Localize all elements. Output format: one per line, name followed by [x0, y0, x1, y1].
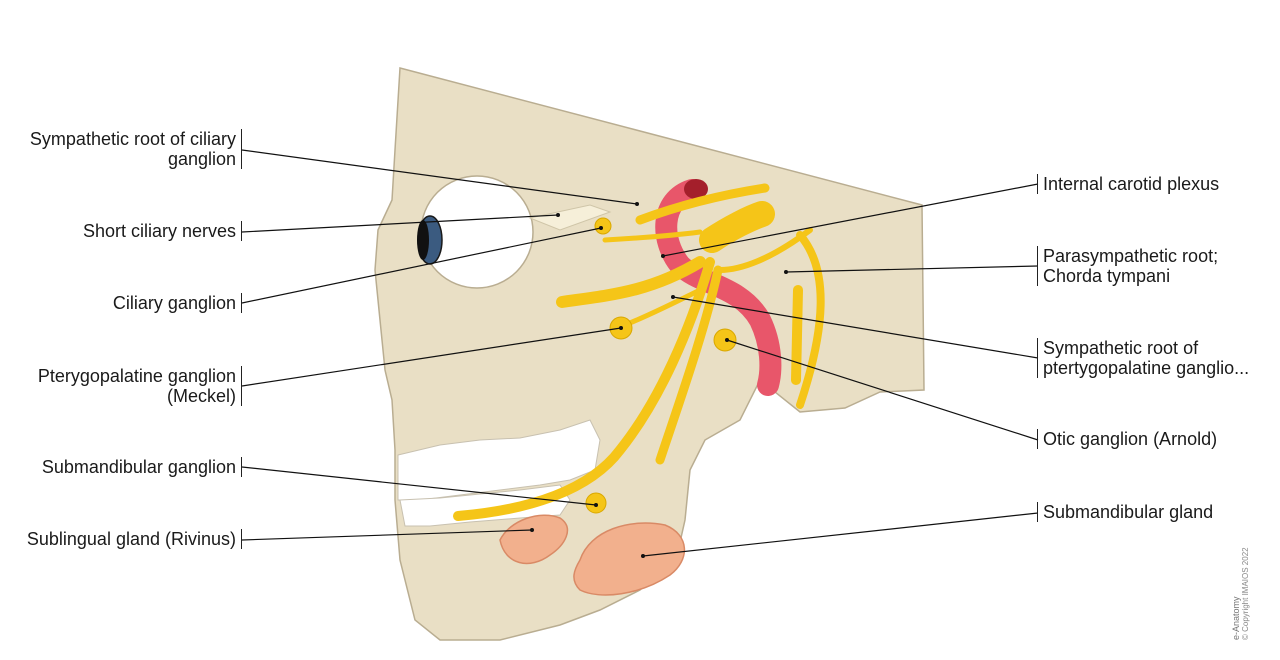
dot-sublingual-gland — [530, 528, 534, 532]
dot-internal-carotid-plexus — [661, 254, 665, 258]
leader-pterygopalatine-ganglion — [241, 327, 622, 387]
label-submandibular-ganglion: Submandibular ganglion — [42, 457, 242, 477]
mandibular-nerve-inferior-alveolar — [655, 265, 723, 465]
pterygopalatine-branch — [622, 287, 703, 328]
leader-submandibular-ganglion — [241, 466, 597, 506]
dot-submandibular-ganglion — [594, 503, 598, 507]
dot-sympathetic-root-ciliary — [635, 202, 639, 206]
pupil — [417, 220, 429, 260]
glossopharyngeal-nerve — [791, 285, 803, 385]
leader-ciliary-ganglion — [241, 227, 602, 304]
carotid-cut-end — [684, 179, 708, 199]
lower-teeth — [399, 484, 571, 527]
leader-internal-carotid-plexus — [662, 183, 1039, 257]
leader-submandibular-gland — [642, 512, 1039, 557]
label-sympathetic-root-pterygopalatine: Sympathetic root of ptertygopalatine gan… — [1037, 338, 1249, 378]
dot-parasympathetic-root — [784, 270, 788, 274]
dot-short-ciliary-nerves — [556, 213, 560, 217]
ophthalmic-nerve — [635, 183, 770, 225]
watermark-copyright: © Copyright IMAIOS 2022 — [1241, 547, 1250, 640]
label-otic-ganglion: Otic ganglion (Arnold) — [1037, 429, 1217, 449]
label-short-ciliary-nerves: Short ciliary nerves — [83, 221, 242, 241]
optic-nerve — [528, 204, 612, 231]
leader-parasympathetic-root — [785, 265, 1039, 273]
leader-lines — [241, 149, 1039, 557]
leader-sympathetic-root-ciliary — [241, 149, 638, 205]
ciliary-ganglion-node — [594, 217, 612, 235]
watermark-brand: e-Anatomy — [1231, 596, 1241, 640]
dot-ciliary-ganglion — [599, 226, 603, 230]
label-pterygopalatine-ganglion: Pterygopalatine ganglion (Meckel) — [38, 366, 242, 406]
maxillary-nerve — [556, 256, 706, 308]
facial-nerve — [796, 231, 825, 409]
submandibular-gland-shape — [573, 522, 686, 596]
label-sympathetic-root-ciliary: Sympathetic root of ciliary ganglion — [30, 129, 242, 169]
label-parasympathetic-root: Parasympathetic root; Chorda tympani — [1037, 246, 1218, 286]
dot-pterygopalatine-ganglion — [619, 326, 623, 330]
short-ciliary-branch — [602, 229, 703, 243]
chorda-tympani-nerve — [717, 227, 813, 273]
dot-sympathetic-root-pterygopalatine — [671, 295, 675, 299]
leader-sympathetic-root-pterygopalatine — [672, 296, 1039, 359]
leader-short-ciliary-nerves — [241, 214, 559, 233]
trigeminal-ganglion — [699, 201, 775, 253]
leader-endpoints — [530, 202, 788, 558]
sublingual-gland-shape — [499, 514, 569, 565]
label-internal-carotid-plexus: Internal carotid plexus — [1037, 174, 1219, 194]
label-sublingual-gland: Sublingual gland (Rivinus) — [27, 529, 242, 549]
label-ciliary-ganglion: Ciliary ganglion — [113, 293, 242, 313]
nerve-network — [453, 183, 825, 521]
watermark: e-Anatomy © Copyright IMAIOS 2022 — [1231, 547, 1250, 640]
mandibular-nerve-lingual — [453, 257, 715, 521]
leader-sublingual-gland — [241, 529, 533, 541]
dot-otic-ganglion — [725, 338, 729, 342]
dot-submandibular-gland — [641, 554, 645, 558]
leader-otic-ganglion — [726, 339, 1039, 441]
label-submandibular-gland: Submandibular gland — [1037, 502, 1213, 522]
